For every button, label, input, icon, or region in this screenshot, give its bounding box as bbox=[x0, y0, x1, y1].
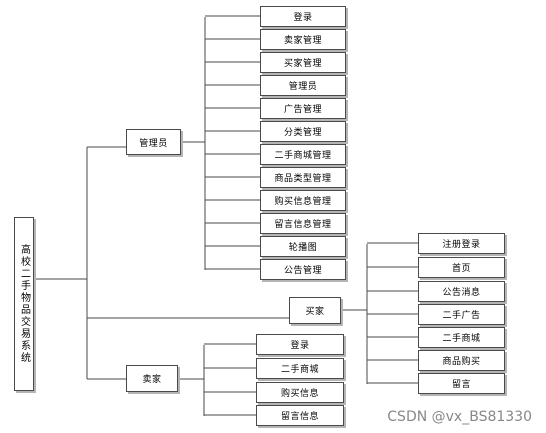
admin-item: 管理员 bbox=[260, 75, 346, 96]
buyer-item: 商品购买 bbox=[418, 350, 505, 371]
root-node: 高校二手物品交易系统 bbox=[14, 217, 34, 391]
buyer-item: 留言 bbox=[418, 373, 505, 394]
admin-item: 商品类型管理 bbox=[260, 167, 346, 188]
seller-item: 登录 bbox=[256, 334, 344, 355]
seller-item: 留言信息 bbox=[256, 405, 344, 426]
admin-item: 轮播图 bbox=[260, 236, 346, 257]
admin-item: 卖家管理 bbox=[260, 29, 346, 50]
admin-item: 买家管理 bbox=[260, 52, 346, 73]
seller-node: 卖家 bbox=[126, 365, 178, 392]
seller-item: 二手商城 bbox=[256, 358, 344, 379]
buyer-item: 二手商城 bbox=[418, 327, 505, 348]
admin-item: 公告管理 bbox=[260, 259, 346, 280]
watermark: CSDN @vx_BS81330 bbox=[387, 409, 532, 425]
seller-item: 购买信息 bbox=[256, 382, 344, 403]
admin-item: 留言信息管理 bbox=[260, 213, 346, 234]
admin-item: 购买信息管理 bbox=[260, 190, 346, 211]
buyer-item: 首页 bbox=[418, 257, 505, 278]
buyer-item: 注册登录 bbox=[418, 233, 505, 254]
admin-item: 广告管理 bbox=[260, 98, 346, 119]
admin-item: 二手商城管理 bbox=[260, 144, 346, 165]
admin-node: 管理员 bbox=[126, 129, 181, 155]
buyer-item: 公告消息 bbox=[418, 281, 505, 302]
admin-item: 登录 bbox=[260, 6, 346, 27]
buyer-node: 买家 bbox=[289, 297, 341, 324]
admin-item: 分类管理 bbox=[260, 121, 346, 142]
buyer-item: 二手广告 bbox=[418, 304, 505, 325]
